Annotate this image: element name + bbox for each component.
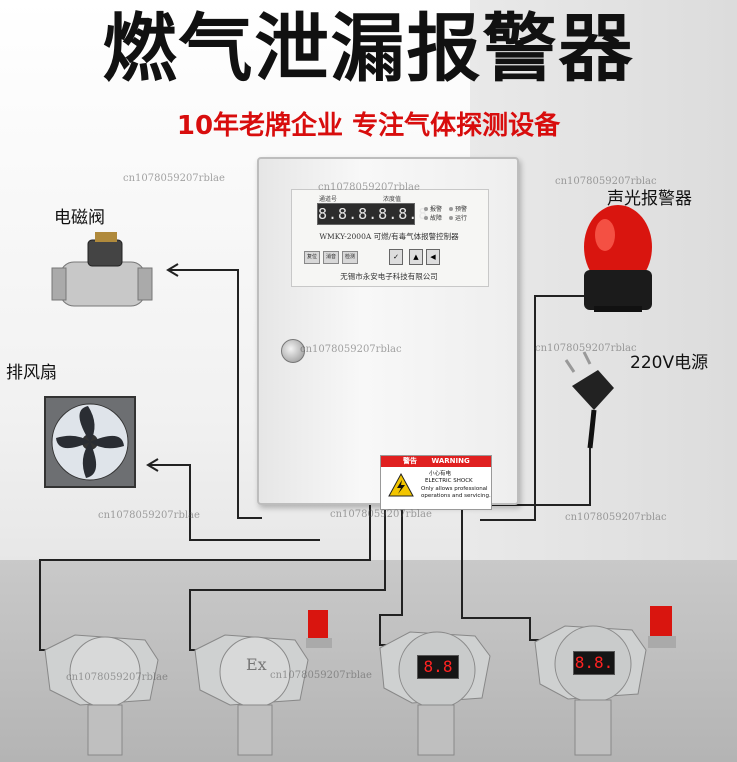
- warning-header: 警告 WARNING: [381, 456, 491, 467]
- lcd-display: 8.8.8.8.8.8: [317, 203, 429, 225]
- sound-light-alarm-icon: [584, 205, 652, 312]
- exhaust-fan-icon: [44, 396, 136, 488]
- watermark-3: cn1078059207rblac: [555, 176, 657, 187]
- arrow-fan-head: [146, 458, 159, 472]
- status-run: 运行: [449, 213, 467, 222]
- status-alarm: 报警: [424, 204, 442, 213]
- warning-line-4: operations and servicing.: [421, 493, 491, 499]
- wire-power: [488, 448, 591, 506]
- arrow-solenoid-head: [166, 263, 179, 277]
- wire-detector-4: [461, 503, 548, 641]
- mute-button[interactable]: 消音: [323, 251, 339, 264]
- watermark-5: cn1078059207rblac: [535, 343, 637, 354]
- detector-3-display: 8.8: [417, 655, 459, 679]
- warning-line-3: Only allows professional: [421, 486, 488, 492]
- key-lock-icon[interactable]: [281, 339, 305, 363]
- watermark-2: cn1078059207rblae: [318, 182, 420, 193]
- ex-badge: Ex: [246, 655, 267, 674]
- watermark-6: cn1078059207rblac: [565, 512, 667, 523]
- page-subtitle: 10年老牌企业 专注气体探测设备: [176, 111, 561, 141]
- gas-detector-1-icon: [44, 634, 159, 756]
- solenoid-valve-icon: [51, 232, 153, 307]
- watermark-1: cn1078059207rblae: [123, 173, 225, 184]
- label-power-220v: 220V电源: [630, 353, 709, 373]
- channel-label: 通道号: [319, 196, 338, 203]
- watermark-8: cn1078059207rblae: [330, 509, 432, 520]
- watermark-10: cn1078059207rblae: [270, 670, 372, 681]
- label-sound-light-alarm: 声光报警器: [607, 189, 692, 209]
- watermark-9: cn1078059207rblae: [66, 672, 168, 683]
- key-up-icon[interactable]: ▲: [409, 249, 423, 265]
- power-plug-icon: [564, 351, 614, 449]
- concentration-label: 浓度值: [383, 196, 402, 203]
- page-title: 燃气泄漏报警器: [102, 6, 635, 92]
- label-exhaust-fan: 排风扇: [6, 363, 57, 383]
- warning-line-1: 小心有电: [429, 471, 452, 477]
- high-voltage-icon: [388, 472, 414, 497]
- test-button[interactable]: 检测: [342, 251, 358, 264]
- detector-4-display: 8.8.: [573, 651, 615, 675]
- gas-detector-3-icon: [379, 631, 491, 756]
- wire-detector-3: [379, 503, 403, 646]
- gas-detector-4-icon: [534, 606, 676, 756]
- alarm-controller-cabinet: 通道号 浓度值 8.8.8.8.8.8 报警 故障 预警 运行 WMKY-200…: [257, 157, 519, 510]
- wire-alarm: [480, 295, 592, 521]
- key-left-icon[interactable]: ◀: [426, 249, 440, 265]
- wire-detector-2: [189, 503, 386, 651]
- status-fault: 故障: [424, 213, 442, 222]
- watermark-7: cn1078059207rblae: [98, 510, 200, 521]
- wire-fan: [150, 464, 320, 541]
- controller-model-text: WMKY-2000A 可燃/有毒气体报警控制器: [319, 232, 459, 241]
- warning-label: 警告 WARNING 小心有电 ELECTRIC SHOCK Only allo…: [380, 455, 492, 510]
- key-confirm-icon[interactable]: ✓: [389, 249, 403, 265]
- gas-detector-2-icon: [194, 610, 332, 756]
- warning-line-2: ELECTRIC SHOCK: [425, 478, 473, 484]
- wire-solenoid: [170, 269, 262, 519]
- reset-button[interactable]: 复位: [304, 251, 320, 264]
- company-name: 无锡市永安电子科技有限公司: [340, 272, 438, 281]
- watermark-4: cn1078059207rblac: [300, 344, 402, 355]
- status-prealarm: 预警: [449, 204, 467, 213]
- label-solenoid-valve: 电磁阀: [54, 208, 105, 228]
